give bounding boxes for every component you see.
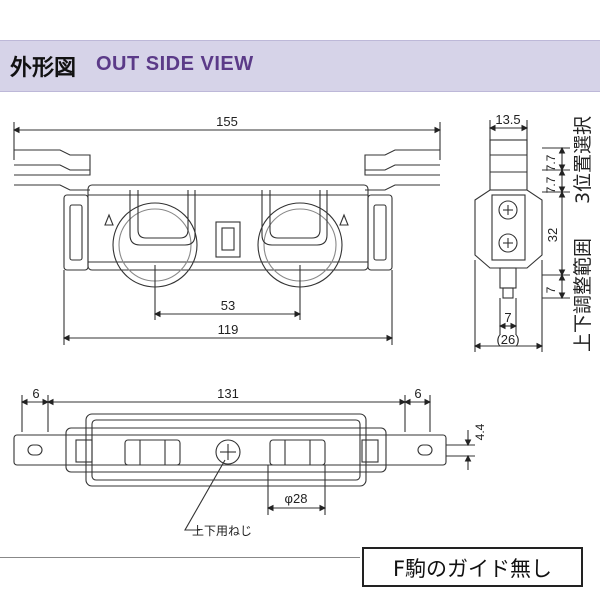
dim-right-margin: 6 — [414, 386, 421, 401]
dim-overall-width: 155 — [216, 114, 238, 129]
dim-pitch-upper: 7.7 — [544, 154, 558, 171]
dim-body-width: 119 — [218, 322, 239, 337]
dim-bottom-step: 7 — [544, 286, 558, 293]
dim-wheel-diameter: φ28 — [285, 491, 308, 506]
dim-pitch-lower: 7.7 — [544, 176, 558, 193]
front-view — [12, 122, 442, 345]
dim-bottom-width: 7 — [504, 310, 511, 325]
dim-top-width: 13.5 — [495, 112, 520, 127]
side-view — [473, 120, 570, 352]
label-adjust-range: 上下調整範囲 — [572, 238, 594, 352]
title-japanese: 外形図 — [10, 56, 77, 81]
dim-slot-width: 4.4 — [473, 423, 487, 440]
bottom-divider — [0, 557, 360, 558]
dim-total-height: 32 — [545, 228, 560, 242]
header-band — [0, 40, 600, 92]
dim-center-span: 131 — [217, 386, 239, 401]
label-three-positions: 3位置選択 — [572, 116, 594, 204]
guide-badge: F駒のガイド無し — [362, 547, 583, 587]
callout-screw: 上下用ねじ — [192, 524, 252, 538]
title-english: OUT SIDE VIEW — [96, 53, 254, 75]
dim-wheel-spacing: 53 — [221, 298, 235, 313]
top-view — [13, 395, 475, 531]
dim-left-margin: 6 — [32, 386, 39, 401]
dim-base-width: (26) — [496, 332, 519, 347]
